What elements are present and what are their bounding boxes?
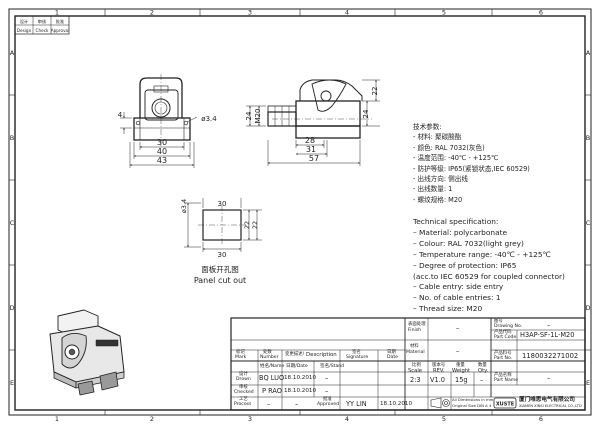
spec-cn-line: - 颜色: RAL 7032(灰色): [413, 143, 485, 152]
spec-cn-line: - 螺纹规格: M20: [413, 195, 463, 204]
panel-cutout-text: 30 ø3.4 22 22 30 面板开孔图 Panel cut out: [180, 199, 259, 285]
front-dim-43: 43: [157, 156, 167, 165]
row-label-c: C: [10, 219, 15, 227]
row-label-d-right: D: [585, 304, 590, 312]
corner-tab-design-en: Design: [17, 28, 32, 33]
side-dim-57: 57: [309, 154, 319, 163]
cutout-label-en: Panel cut out: [194, 276, 246, 285]
front-view-dimension-text: 30 40 43 4 ø3.4: [118, 111, 217, 165]
spec-en-block: Technical specification: – Material: pol…: [413, 217, 565, 315]
spec-cn-line: - 温度范围: -40℃ - +125℃: [413, 154, 499, 163]
side-dim-31: 31: [306, 145, 316, 154]
corner-tab-design-cn: 设计: [20, 18, 28, 25]
col-label-6: 6: [539, 9, 543, 17]
corner-tab-approval-en: Approval: [51, 28, 70, 33]
row-label-a: A: [10, 49, 15, 57]
logo-text: XUSTE: [496, 402, 515, 408]
col-label-5: 5: [442, 9, 446, 17]
front-view: [133, 74, 191, 146]
spec-cn-line: - 出线方向: 侧出线: [413, 175, 468, 184]
spec-en-line: – Material: polycarbonate: [413, 227, 508, 237]
front-dim-40: 40: [157, 147, 167, 156]
row-label-a-right: A: [586, 49, 591, 57]
side-dim-22: 22: [371, 87, 379, 96]
col-label-6-bottom: 6: [539, 415, 543, 423]
side-dim-24-left: 24: [245, 111, 253, 120]
front-view-dimensions: [120, 112, 198, 168]
cutout-bottom-dim: 30: [218, 251, 227, 259]
spec-en-line: Technical specification:: [413, 217, 499, 226]
col-label-5-bottom: 5: [442, 415, 446, 423]
col-label-2-bottom: 2: [150, 415, 154, 423]
cutout-hole-dim: ø3.4: [180, 199, 188, 213]
row-label-d: D: [9, 304, 14, 312]
cutout-label-cn: 面板开孔图: [201, 264, 239, 274]
col-label-3: 3: [248, 9, 252, 17]
side-view: [267, 79, 372, 139]
side-dim-24-right: 24: [362, 109, 370, 118]
col-label-2: 2: [150, 9, 154, 17]
row-label-e-right: E: [586, 379, 590, 387]
spec-en-line: – Thread size: M20: [413, 304, 483, 314]
company-logo: XUSTE: [493, 397, 517, 409]
isometric-view: [49, 309, 125, 396]
corner-tab-check-cn: 审核: [38, 18, 47, 25]
spec-en-line: – Temperature range: -40℃ - +125℃: [413, 249, 551, 259]
border-zone-labels: 1 2 3 4 5 6 1 2 3 4 5 6 A B C D E A B C …: [9, 9, 590, 424]
spec-en-line: – Degree of protection: IP65: [413, 260, 517, 270]
row-label-b: B: [10, 134, 14, 142]
col-label-1-bottom: 1: [55, 415, 59, 423]
col-label-4-bottom: 4: [345, 415, 349, 423]
spec-cn-block: 技术参数: - 材料: 聚碳酸酯 - 颜色: RAL 7032(灰色) - 温度…: [413, 122, 530, 205]
title-block: [230, 317, 586, 411]
spec-cn-line: - 防护等级: IP65(紧锁状态,IEC 60529): [413, 164, 530, 173]
row-label-e: E: [10, 379, 14, 387]
side-dim-28: 28: [305, 136, 315, 145]
cutout-dim-22-b: 22: [251, 221, 259, 229]
row-label-c-right: C: [586, 219, 591, 227]
corner-tab-check-en: Check: [36, 28, 49, 33]
cutout-dim-22-a: 22: [243, 221, 251, 229]
col-label-1: 1: [55, 9, 59, 17]
spec-en-line: – Colour: RAL 7032(light grey): [413, 238, 524, 248]
side-dim-m20: M20: [254, 109, 262, 124]
spec-cn-line: 技术参数:: [413, 123, 442, 131]
front-dim-4: 4: [118, 111, 123, 119]
spec-cn-line: - 出线数量: 1: [413, 185, 453, 194]
spec-en-line: – No. of cable entries: 1: [413, 293, 501, 303]
corner-tab-approval-cn: 批准: [56, 18, 64, 25]
spec-cn-line: - 材料: 聚碳酸酯: [413, 133, 462, 142]
projection-symbol: [430, 397, 450, 409]
front-hole-dim: ø3.4: [201, 115, 217, 123]
cutout-top-dim: 30: [218, 200, 227, 208]
panel-cutout: [184, 198, 262, 252]
front-dim-30: 30: [157, 138, 167, 147]
spec-en-line: (acc.to IEC 60529 for coupled connector): [413, 271, 565, 281]
side-view-dimensions: [246, 79, 380, 166]
side-view-dimension-text: 28 31 57 24 M20 24 22: [245, 87, 379, 163]
row-label-b-right: B: [586, 134, 590, 142]
spec-en-line: – Cable entry: side entry: [413, 282, 504, 292]
col-label-4: 4: [345, 9, 349, 17]
corner-tab: 设计 Design 审核 Check 批准 Approval: [14, 15, 70, 35]
col-label-3-bottom: 3: [248, 415, 252, 423]
